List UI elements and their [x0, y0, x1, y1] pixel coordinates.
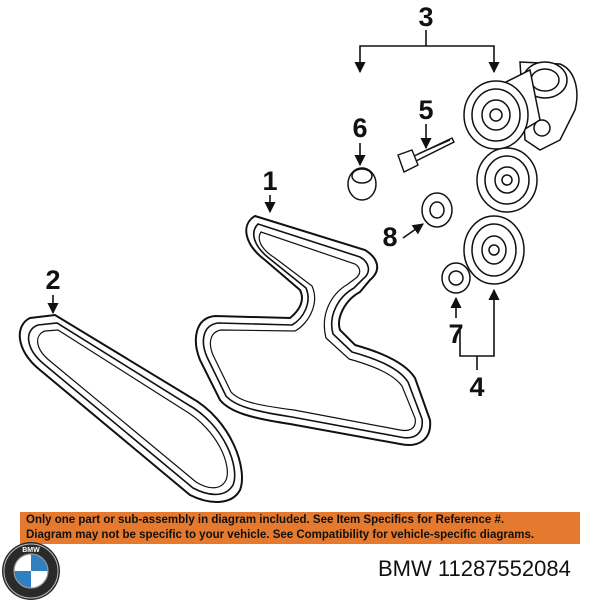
pulley-cap-7 [441, 262, 471, 294]
leader-lines [47, 30, 500, 370]
logo-lettering: BMW [22, 547, 40, 554]
bolt [397, 137, 455, 173]
callout-4: 4 [469, 372, 484, 402]
bmw-logo: BMW [2, 542, 60, 600]
callout-5: 5 [418, 95, 433, 125]
parts-diagram: 1 2 3 4 5 6 7 8 [18, 2, 578, 503]
drive-belt-1 [194, 214, 432, 446]
callout-2: 2 [45, 265, 60, 295]
part-number: 11287552084 [437, 556, 571, 581]
callout-6: 6 [352, 113, 367, 143]
drive-belt-2 [18, 313, 243, 503]
disclaimer-banner: Only one part or sub-assembly in diagram… [20, 512, 580, 544]
leader-4 [459, 288, 500, 357]
leader-8 [402, 223, 424, 239]
disclaimer-line-1: Only one part or sub-assembly in diagram… [26, 514, 505, 526]
pulley-cap-8 [421, 192, 453, 228]
disclaimer-line-2: Diagram may not be specific to your vehi… [26, 529, 535, 541]
idler-pulley-upper [476, 147, 538, 213]
callout-3: 3 [418, 2, 433, 32]
tensioner-pulley [463, 80, 529, 150]
brand-name: BMW [378, 556, 432, 581]
belt-tensioner-assembly [463, 61, 578, 213]
callout-1: 1 [262, 166, 277, 196]
leader-3 [354, 45, 500, 74]
callout-8: 8 [382, 222, 397, 252]
idler-pulley [463, 215, 525, 285]
part-identifier: BMW 11287552084 [378, 556, 571, 582]
pulley-cap-6 [347, 167, 377, 201]
callout-7: 7 [448, 319, 463, 349]
